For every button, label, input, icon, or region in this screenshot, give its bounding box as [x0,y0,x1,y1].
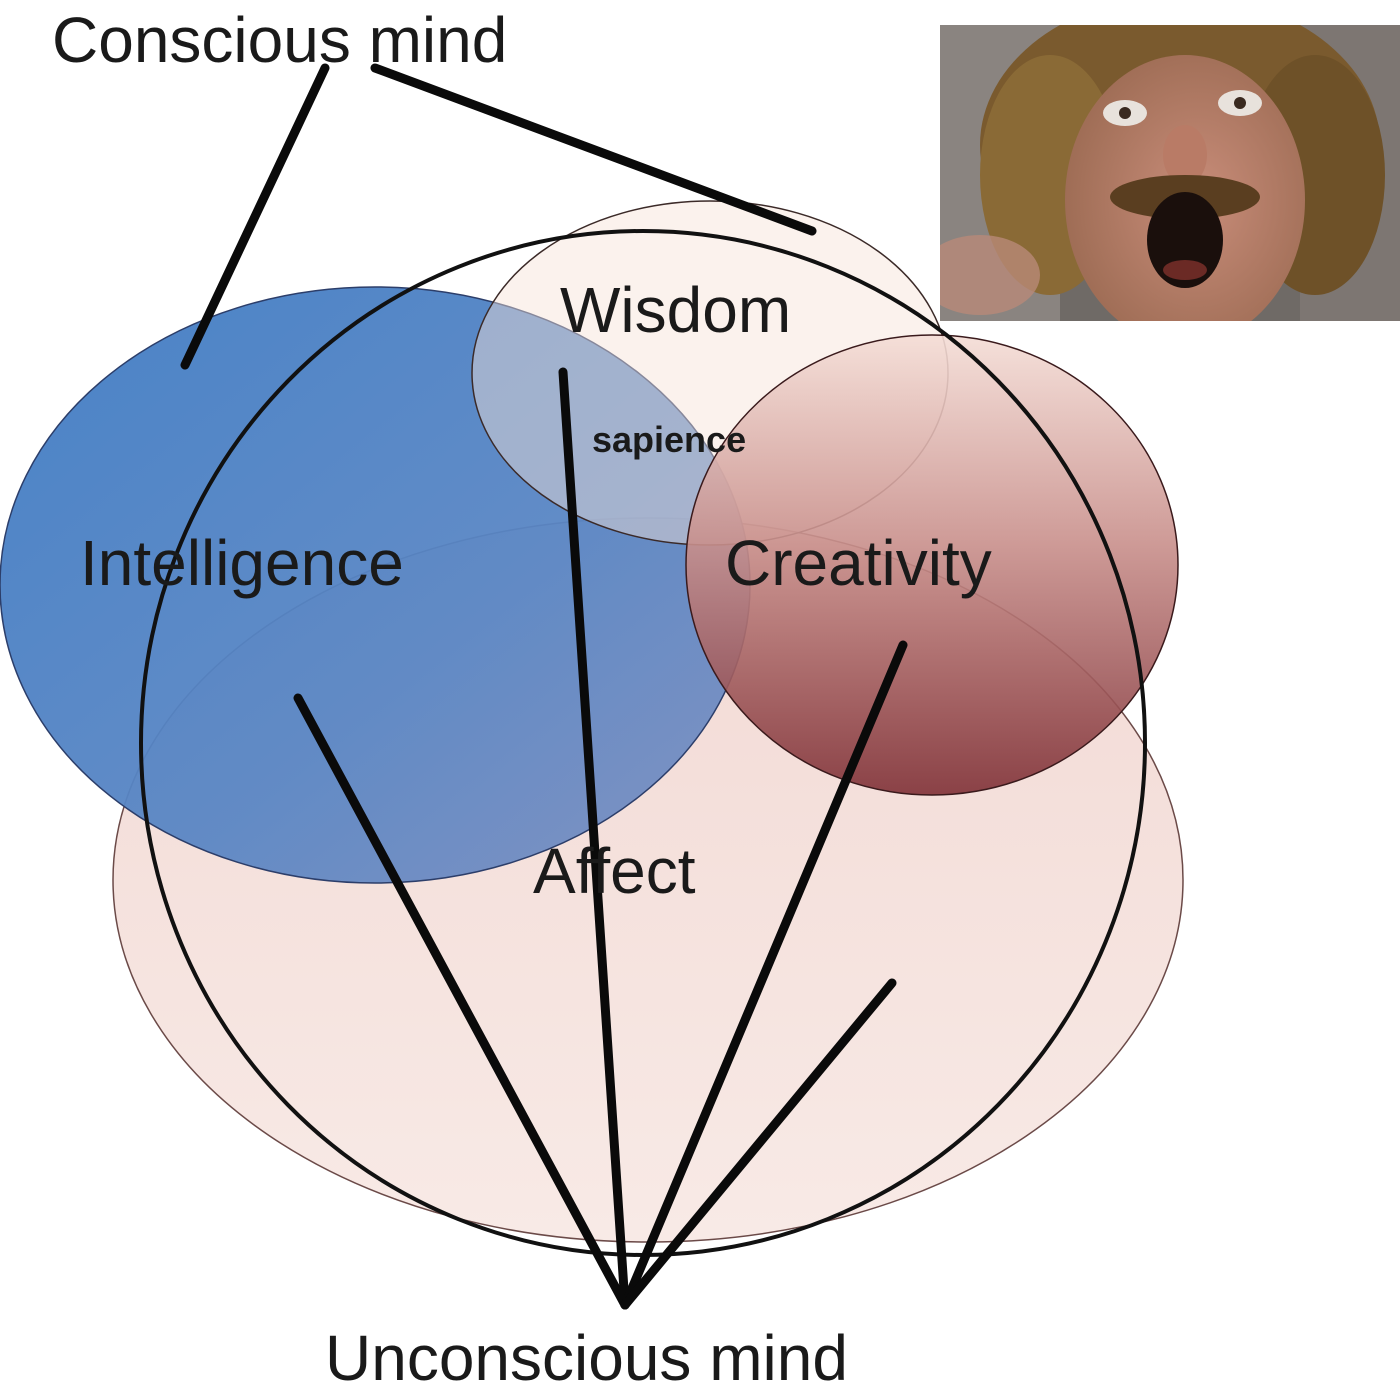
intelligence-label: Intelligence [80,527,404,599]
conscious-pointer-right [370,63,817,236]
sapience-label: sapience [592,419,746,460]
shocked-face-photo [940,25,1400,321]
unconscious-pointer-affect [620,978,897,1310]
unconscious-mind-label: Unconscious mind [325,1322,848,1394]
wisdom-label: Wisdom [560,274,791,346]
unconscious-pointer-creativity [620,640,908,1310]
conscious-pointer-left [180,63,330,370]
affect-label: Affect [533,835,696,907]
unconscious-pointer-wisdom [558,367,630,1310]
unconscious-pointer-intelligence [293,693,630,1310]
creativity-label: Creativity [725,527,992,599]
conscious-mind-label: Conscious mind [52,4,507,76]
